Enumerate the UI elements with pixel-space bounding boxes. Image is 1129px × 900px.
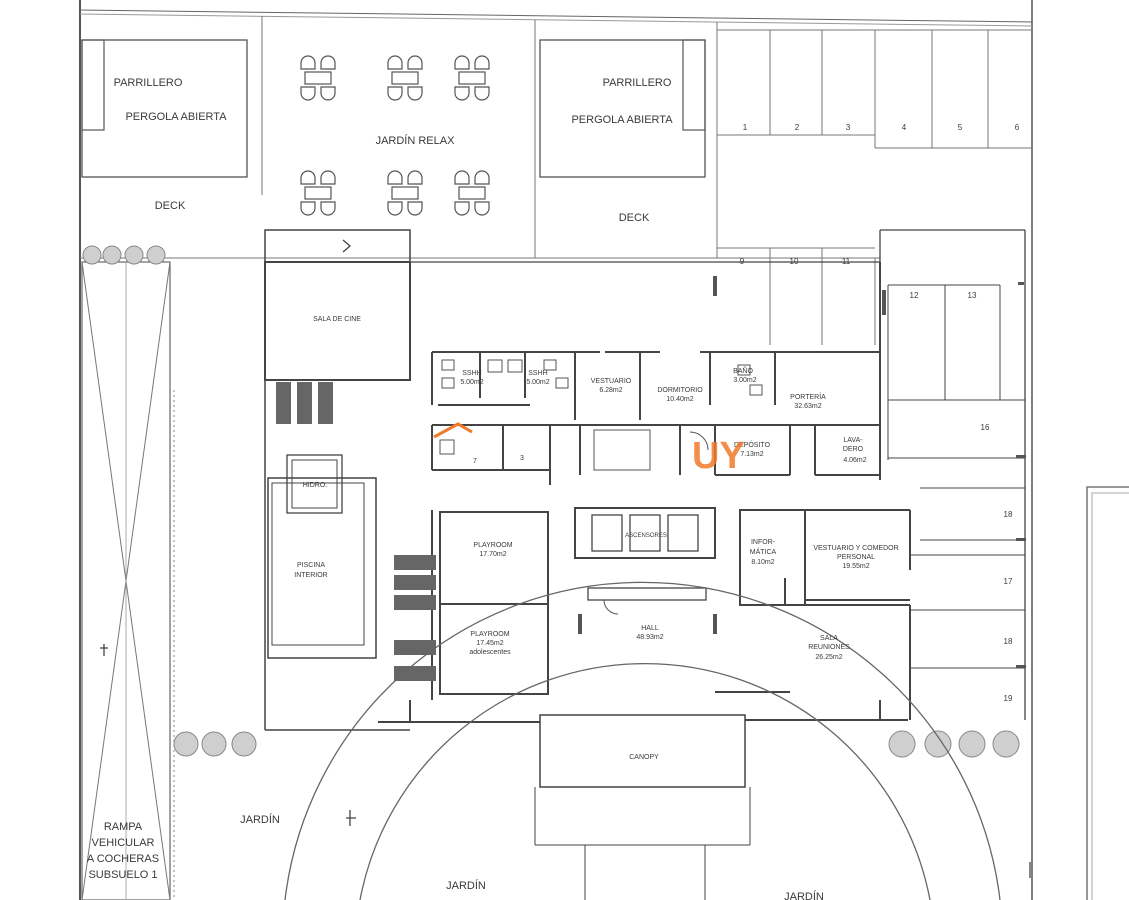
home-icon — [433, 422, 473, 439]
building-walls — [264, 229, 1026, 900]
parking-number: 10 — [790, 257, 799, 266]
fixtures — [439, 359, 763, 615]
label-deck-left: DECK — [155, 200, 186, 212]
label-small-left-2: 3 — [520, 455, 524, 462]
parking-number: 19 — [1004, 694, 1013, 703]
label-hidro: HIDRO. — [303, 482, 328, 489]
watermark-text: UY — [692, 435, 745, 477]
parking-number: 1 — [743, 123, 748, 132]
markers — [100, 239, 1031, 878]
label-vestuario-comedor-area: 19.55m2 — [842, 563, 869, 570]
parking-number: 11 — [842, 257, 851, 266]
parking-number: 18 — [1004, 637, 1013, 646]
label-jardin-bottom: JARDÍN — [446, 879, 486, 892]
table-with-chairs — [454, 170, 490, 216]
label-rampa-4: SUBSUELO 1 — [88, 869, 157, 881]
label-porteria: PORTERÍA — [790, 392, 826, 401]
parking-number: 13 — [968, 291, 977, 300]
label-deposito: DEPÓSITO — [734, 440, 771, 449]
label-rampa-1: RAMPA — [104, 821, 143, 833]
table-with-chairs — [387, 55, 423, 101]
parking-number: 5 — [958, 123, 963, 132]
vehicular-ramp — [81, 261, 175, 900]
wall-segments — [578, 276, 1026, 668]
label-sshh-2: SSHH — [528, 370, 547, 377]
label-sala-cine: SALA DE CINE — [313, 316, 361, 323]
parking-number: 17 — [1004, 577, 1013, 586]
label-bano-area: 3.00m2 — [733, 377, 756, 384]
label-lavadero-2: DERO — [843, 446, 864, 453]
parking-number: 18 — [1004, 510, 1013, 519]
label-jardin-right: JARDÍN — [784, 890, 824, 900]
shrubs — [82, 245, 1020, 758]
parking-number: 6 — [1015, 123, 1020, 132]
label-informatica-1: INFOR- — [751, 539, 776, 546]
label-playroom-2-area: 17.45m2 — [476, 640, 503, 647]
label-rampa-2: VEHICULAR — [92, 837, 155, 849]
label-vestuario-comedor-2: PERSONAL — [837, 554, 875, 561]
label-sshh-2-area: 5.00m2 — [526, 379, 549, 386]
table-with-chairs — [387, 170, 423, 216]
label-vestuario: VESTUARIO — [591, 378, 632, 385]
label-jardin-left: JARDÍN — [240, 813, 280, 826]
label-canopy: CANOPY — [629, 754, 659, 761]
label-informatica-area: 8.10m2 — [751, 559, 774, 566]
label-hall-area: 48.93m2 — [636, 634, 663, 641]
label-sala-reuniones-1: SALA — [820, 635, 838, 642]
label-pergola-right: PERGOLA ABIERTA — [571, 114, 673, 126]
parking-number: 3 — [846, 123, 851, 132]
label-lavadero-area: 4.06m2 — [843, 457, 866, 464]
label-dormitorio: DORMITORIO — [657, 387, 703, 394]
label-sala-reuniones-area: 26.25m2 — [815, 654, 842, 661]
parking-number: 9 — [740, 257, 745, 266]
label-pergola-left: PERGOLA ABIERTA — [125, 111, 227, 123]
label-playroom-2: PLAYROOM — [470, 631, 509, 638]
label-informatica-2: MÁTICA — [750, 547, 777, 556]
label-deck-right: DECK — [619, 212, 650, 224]
label-vestuario-comedor-1: VESTUARIO Y COMEDOR — [813, 545, 898, 552]
label-vestuario-area: 6.28m2 — [599, 387, 622, 394]
label-piscina-1: PISCINA — [297, 562, 325, 569]
label-sala-reuniones-2: REUNIONES — [808, 644, 850, 651]
parking-number: 2 — [795, 123, 800, 132]
parking-number: 12 — [910, 291, 919, 300]
label-lavadero-1: LAVA- — [843, 437, 863, 444]
label-sshh-1: SSHH — [462, 370, 481, 377]
top-zone — [80, 16, 1032, 345]
label-parrillero-right: PARRILLERO — [603, 77, 672, 89]
label-rampa-3: A COCHERAS — [87, 853, 159, 865]
label-jardin-relax: JARDÍN RELAX — [376, 134, 456, 147]
label-porteria-area: 32.63m2 — [794, 403, 821, 410]
label-hall: HALL — [641, 625, 659, 632]
label-playroom-1-area: 17.70m2 — [479, 551, 506, 558]
label-piscina-2: INTERIOR — [294, 572, 327, 579]
table-with-chairs — [454, 55, 490, 101]
label-playroom-2-sub: adolescentes — [469, 649, 511, 656]
label-small-left-1: 7 — [473, 458, 477, 465]
parking-number: 16 — [981, 423, 990, 432]
table-with-chairs — [300, 170, 336, 216]
label-dormitorio-area: 10.40m2 — [666, 396, 693, 403]
jardin-relax-tables — [300, 55, 490, 216]
label-deposito-area: 7.13m2 — [740, 451, 763, 458]
label-bano: BAÑO — [733, 366, 753, 375]
room-labels: PARRILLERO PERGOLA ABIERTA JARDÍN RELAX … — [87, 77, 899, 900]
label-parrillero-left: PARRILLERO — [114, 77, 183, 89]
label-sshh-1-area: 5.00m2 — [460, 379, 483, 386]
label-ascensores: ASCENSORES — [625, 533, 667, 539]
outer-frame — [79, 0, 1129, 900]
garden-arcs — [284, 581, 1001, 900]
label-playroom-1: PLAYROOM — [473, 542, 512, 549]
stairs — [276, 382, 436, 681]
parking-number: 4 — [902, 123, 907, 132]
table-with-chairs — [300, 55, 336, 101]
